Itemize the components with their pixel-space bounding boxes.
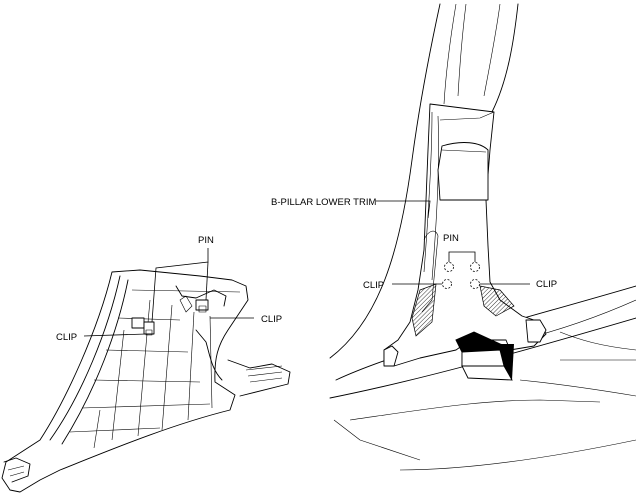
arrow-icon <box>455 331 514 381</box>
right-clip-right-label: CLIP <box>536 279 557 290</box>
left-clip-left-label: CLIP <box>56 332 77 343</box>
right-pin-label: PIN <box>443 233 459 244</box>
b-pillar-lower-trim-label: B-PILLAR LOWER TRIM <box>271 197 376 208</box>
trim-back-view <box>1 269 291 493</box>
clip-marker-left <box>442 279 452 289</box>
left-clip-right-label: CLIP <box>261 314 282 325</box>
right-clip-hatch-left <box>411 283 437 337</box>
right-clip-left-label: CLIP <box>363 280 384 291</box>
pin-marker-right <box>470 262 480 272</box>
left-callouts <box>83 248 254 337</box>
right-clip-hatch-right <box>479 285 515 317</box>
clip-marker-right <box>470 279 480 289</box>
pin-marker-left <box>444 262 454 272</box>
trim-panel-outline <box>1 269 249 493</box>
right-callouts <box>376 200 530 285</box>
vehicle-b-pillar-view <box>329 3 636 471</box>
left-pin-label: PIN <box>198 235 214 246</box>
